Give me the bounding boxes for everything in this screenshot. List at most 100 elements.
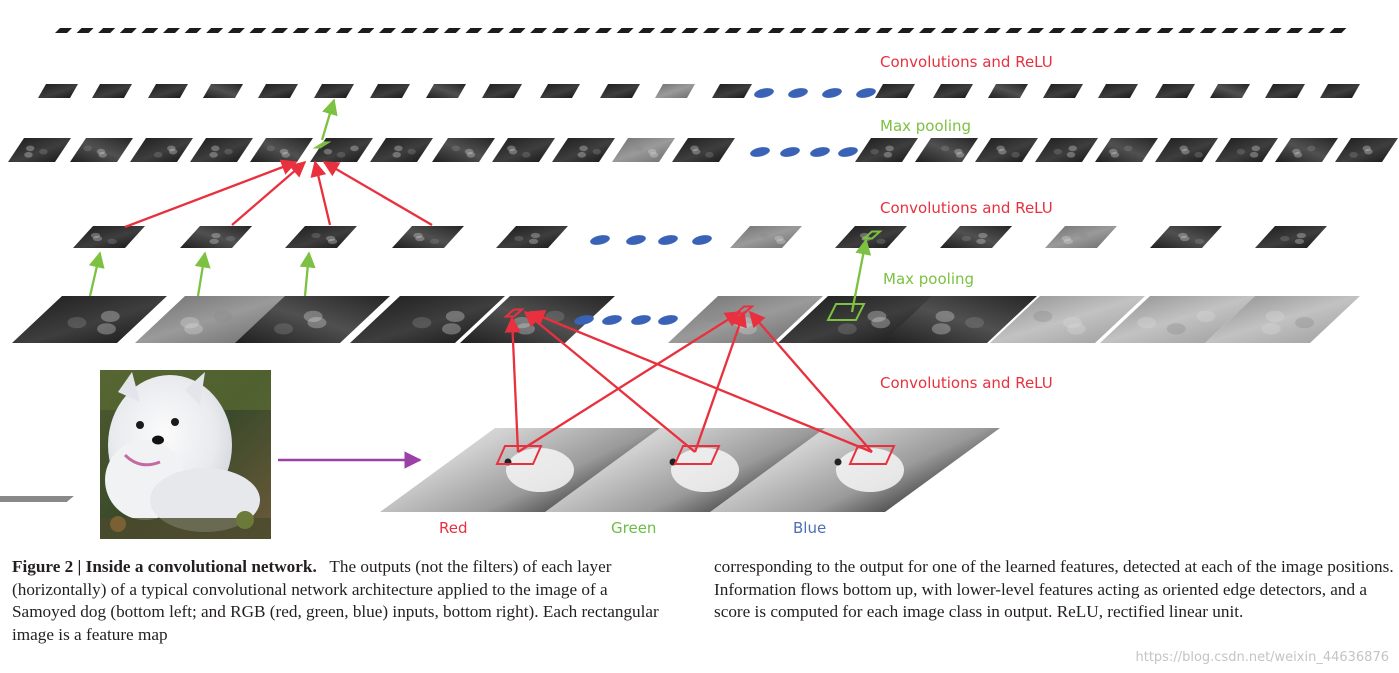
connection-arrow [850, 238, 872, 313]
feature-texture [931, 323, 951, 335]
output-map [1135, 28, 1152, 33]
output-map [98, 28, 116, 33]
feature-texture [961, 235, 972, 242]
feature-texture [211, 232, 221, 239]
output-map [1005, 28, 1023, 33]
dog-face-texture [506, 448, 574, 492]
feature-texture [325, 235, 336, 242]
output-map [357, 28, 375, 33]
output-map [983, 28, 1001, 33]
pool2-feature-map [1335, 138, 1398, 162]
output-map [551, 28, 569, 33]
caption-left-text: The outputs (not the filters) of each la… [12, 557, 659, 644]
pool2-feature-map [612, 138, 675, 162]
pool2-feature-map [1155, 138, 1218, 162]
feature-texture [522, 151, 531, 158]
ellipsis-dot [626, 235, 646, 245]
conv2-feature-map [1255, 226, 1327, 248]
label-conv-bottom: Convolutions and ReLU [880, 374, 1053, 392]
feature-texture [759, 232, 770, 239]
pool2-feature-map [432, 138, 495, 162]
feature-texture [466, 151, 476, 158]
pool2-feature-map [1095, 138, 1158, 162]
feature-texture [107, 238, 117, 245]
feature-texture [1068, 145, 1077, 152]
feature-texture [1061, 235, 1072, 242]
dog-face-texture [671, 448, 739, 492]
feature-texture [1066, 323, 1086, 335]
feature-texture [1251, 145, 1261, 152]
output-map [1091, 28, 1109, 33]
ellipsis-dot [574, 315, 594, 325]
feature-texture [209, 238, 219, 245]
feature-texture [1053, 148, 1062, 155]
pool2-feature-map [8, 138, 71, 162]
feature-texture [1137, 316, 1157, 329]
conv3-feature-map [314, 84, 354, 98]
output-map [465, 28, 483, 33]
output-map [530, 28, 548, 33]
pool2-feature-map [552, 138, 615, 162]
feature-texture [592, 148, 601, 155]
feature-texture [67, 316, 87, 329]
feature-texture [445, 310, 465, 323]
feature-texture [97, 323, 116, 335]
conv2-feature-map [496, 226, 568, 248]
output-map [811, 28, 828, 33]
output-map [1199, 28, 1217, 33]
ellipsis-dot [631, 315, 651, 325]
feature-texture [1196, 310, 1216, 323]
feature-texture [955, 151, 965, 158]
pool1-feature-map [235, 296, 390, 343]
feature-texture [876, 238, 886, 245]
label-pool-lower: Max pooling [883, 270, 974, 288]
output-map [1156, 28, 1174, 33]
label-channel-blue: Blue [793, 519, 826, 537]
conv3-feature-map [655, 84, 695, 98]
connection-arrow [523, 310, 696, 453]
output-map [508, 28, 526, 33]
feature-texture [1362, 145, 1372, 152]
pool2-feature-map [370, 138, 433, 162]
pool2-feature-map [190, 138, 253, 162]
feature-texture [464, 148, 474, 155]
conv3-feature-map [92, 84, 132, 98]
conv3-feature-map [540, 84, 580, 98]
output-map [919, 28, 936, 33]
pool2-feature-map [1035, 138, 1098, 162]
highlight-box [312, 141, 332, 149]
feature-texture [1078, 232, 1088, 239]
ellipsis-dot [754, 88, 774, 98]
label-channel-green: Green [611, 519, 656, 537]
feature-texture [1236, 148, 1246, 155]
output-map [292, 28, 310, 33]
dog-face-texture [836, 448, 904, 492]
feature-texture [1011, 151, 1020, 158]
feature-texture [168, 148, 178, 155]
highlight-box [861, 230, 883, 240]
feature-texture [577, 151, 587, 158]
ellipsis-dot [810, 147, 830, 157]
feature-texture [1110, 151, 1120, 158]
output-map [1329, 28, 1347, 33]
conv3-feature-map [482, 84, 522, 98]
connection-arrow [320, 98, 338, 141]
label-pool-upper: Max pooling [880, 117, 971, 135]
feature-texture [451, 145, 461, 152]
output-map [789, 28, 807, 33]
ellipsis-dot [590, 235, 610, 245]
connection-arrow [88, 251, 105, 297]
highlight-box [848, 445, 896, 465]
ellipsis-dot [822, 88, 842, 98]
pool2-feature-map [1275, 138, 1338, 162]
feature-texture [307, 316, 327, 329]
pool2-layer [8, 138, 1398, 162]
feature-texture [1280, 235, 1290, 242]
feature-texture [336, 151, 346, 158]
feature-texture [39, 148, 48, 155]
highlight-box [826, 303, 866, 321]
feature-texture [274, 323, 293, 335]
feature-texture [24, 151, 33, 158]
conv3-feature-map [1265, 84, 1305, 98]
feature-texture [327, 238, 338, 245]
